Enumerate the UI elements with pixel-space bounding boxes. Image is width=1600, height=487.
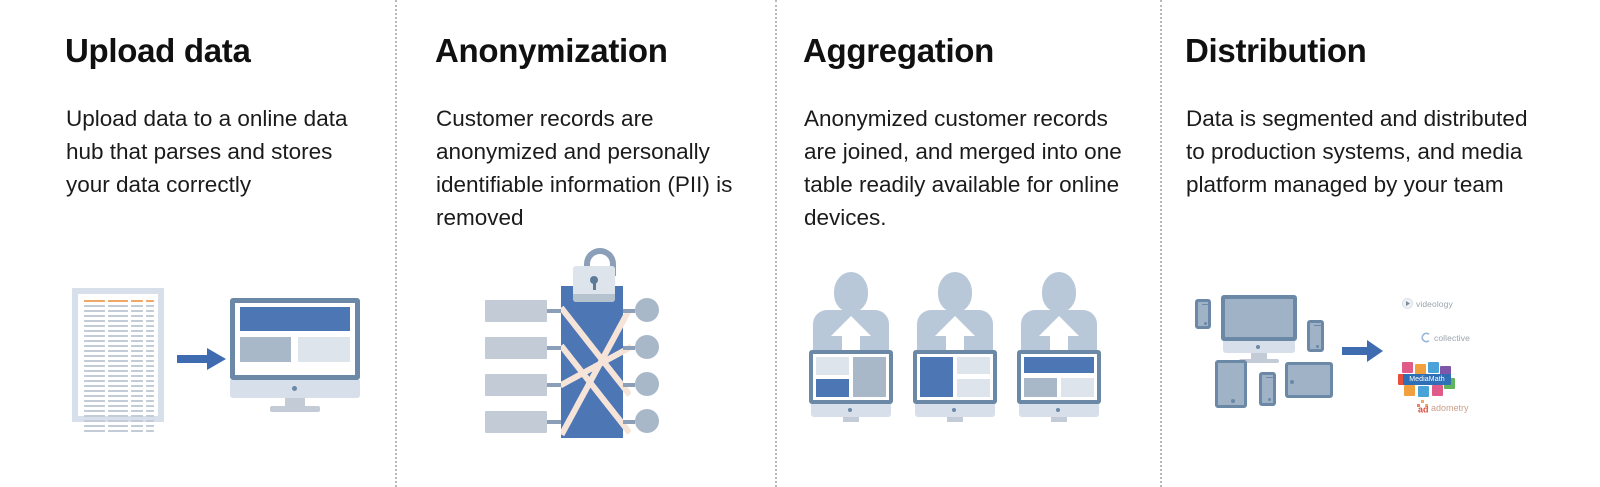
tablet-landscape-icon [1285,362,1333,398]
right-arrow-icon [1342,340,1383,362]
user-workstation [1013,272,1105,422]
panel-aggregation: Aggregation Anonymized customer records … [775,0,1160,487]
panel-title-distribution: Distribution [1185,32,1367,69]
icon-document-to-monitor [72,288,372,432]
logo-label: MediaMath [1403,374,1451,385]
phone-icon [1259,372,1276,406]
panel-divider-3 [1160,0,1162,487]
up-arrow-icon [935,316,975,350]
panel-divider-2 [775,0,777,487]
logo-label: adometry [1431,403,1469,413]
crossing-dotted-paths [561,305,631,437]
panel-body-aggregation: Anonymized customer records are joined, … [804,106,1122,230]
svg-text:ad: ad [1418,405,1429,414]
up-arrow-icon [1039,316,1079,350]
logo-videology: videology [1402,298,1453,309]
desktop-monitor-icon [1017,350,1101,422]
adometry-mark-icon: ad [1417,400,1429,414]
icon-devices-to-platforms: videology collective [1185,292,1585,427]
phone-icon [1195,299,1211,329]
panel-title-upload-data: Upload data [65,32,251,69]
desktop-monitor-icon [1221,295,1297,363]
panel-title-anonymization: Anonymization [435,32,668,69]
videology-mark-icon [1402,298,1413,309]
output-node [635,409,659,433]
desktop-monitor-icon [809,350,893,422]
up-arrow-icon [831,316,871,350]
right-arrow-icon [177,348,226,370]
user-workstation [805,272,897,422]
phone-icon [1307,320,1324,352]
logo-adometry: ad adometry [1416,400,1469,413]
logo-mediamath: MediaMath [1398,362,1455,397]
output-node [635,298,659,322]
panel-distribution: Distribution Data is segmented and distr… [1160,0,1600,487]
panel-anonymization: Anonymization Customer records are anony… [395,0,775,487]
logo-collective: collective [1420,332,1470,343]
panel-body-upload-data: Upload data to a online data hub that pa… [66,106,348,197]
desktop-monitor-icon [230,298,360,412]
platform-logos: videology collective [1390,292,1550,427]
tablet-icon [1215,360,1247,408]
logo-label: videology [1416,298,1453,309]
logo-label: collective [1434,332,1470,343]
collective-mark-icon [1421,332,1430,343]
output-node [635,335,659,359]
panel-body-anonymization: Customer records are anonymized and pers… [436,106,733,230]
input-bar [485,374,547,396]
icon-three-users-with-monitors [805,272,1105,422]
desktop-monitor-icon [913,350,997,422]
panel-body-distribution: Data is segmented and distributed to pro… [1186,106,1528,197]
output-node [635,372,659,396]
input-bar [485,411,547,433]
input-bar [485,300,547,322]
panel-divider-1 [395,0,397,487]
panel-title-aggregation: Aggregation [803,32,995,69]
panel-upload-data: Upload data Upload data to a online data… [0,0,395,487]
user-workstation [909,272,1001,422]
icon-anonymization [485,248,685,438]
input-bar [485,337,547,359]
